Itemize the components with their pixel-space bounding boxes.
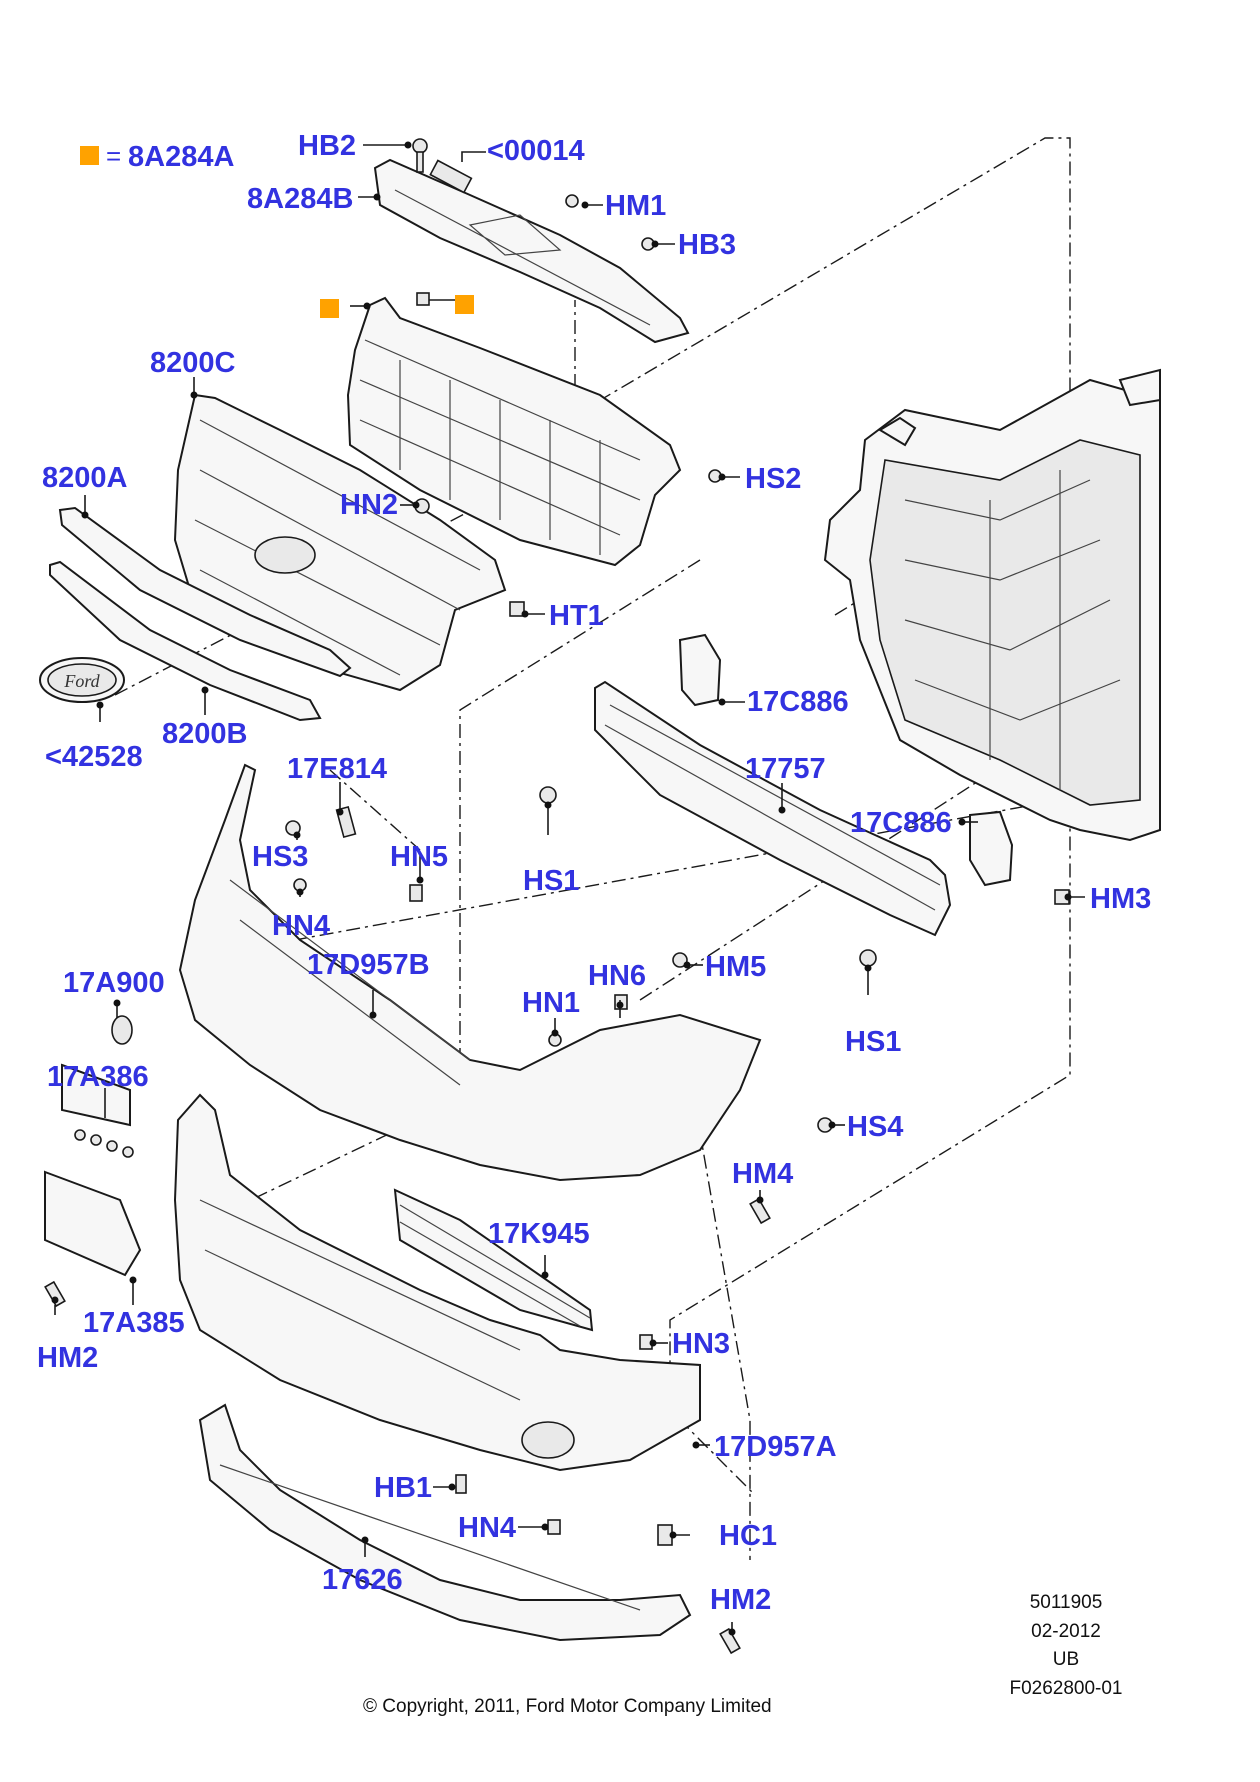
label-hb1: HB1 (374, 1472, 432, 1504)
part-labels: HB2 <00014 8A284B HM1 HB3 8200C 8200A HN… (37, 130, 1151, 1616)
bumper-reinforcement-17757 (594, 680, 952, 937)
legend-part: 8A284A (128, 141, 234, 173)
label-42528: <42528 (45, 741, 143, 773)
label-17c886-lower: 17C886 (850, 807, 952, 839)
upper-deflector-8A284B (373, 158, 690, 344)
label-00014: <00014 (487, 135, 585, 167)
bumper-brackets (678, 633, 1014, 887)
label-8200b: 8200B (162, 718, 247, 750)
label-17c886-upper: 17C886 (747, 686, 849, 718)
meta-block: 5011905 02-2012 UB F0262800-01 (1009, 1592, 1122, 1699)
label-hn4-lower: HN4 (458, 1512, 516, 1544)
label-17a900: 17A900 (63, 967, 165, 999)
grille-marker-square (320, 299, 339, 318)
lower-fascia-17D957A (173, 1093, 701, 1472)
upper-fascia-17D957B (178, 763, 762, 1182)
label-17d957b: 17D957B (307, 949, 430, 981)
label-hm4: HM4 (732, 1158, 793, 1190)
label-17d957a: 17D957A (714, 1431, 837, 1463)
grille-shell-8200C (173, 393, 507, 692)
legend: = 8A284A (80, 141, 474, 318)
fog-lamp-bezel (521, 1421, 575, 1459)
legend-equals: = (106, 141, 121, 171)
meta-number: 5011905 (1030, 1592, 1103, 1613)
label-hm2-right: HM2 (710, 1584, 771, 1616)
label-hb3: HB3 (678, 229, 736, 261)
meta-date: 02-2012 (1031, 1621, 1101, 1642)
label-hs1-right: HS1 (845, 1026, 901, 1058)
label-hm1: HM1 (605, 190, 666, 222)
label-hn3: HN3 (672, 1328, 730, 1360)
label-ht1: HT1 (549, 600, 604, 632)
label-hs4: HS4 (847, 1111, 903, 1143)
legend-square (80, 146, 99, 165)
label-8A284B: 8A284B (247, 183, 353, 215)
label-17a385: 17A385 (83, 1307, 185, 1339)
label-tag-00014 (429, 159, 473, 194)
label-17a386: 17A386 (47, 1061, 149, 1093)
label-hc1: HC1 (719, 1520, 777, 1552)
copyright: © Copyright, 2011, Ford Motor Company Li… (363, 1696, 772, 1717)
label-17k945: 17K945 (488, 1218, 590, 1250)
emblem-text: Ford (63, 671, 100, 691)
label-hn2: HN2 (340, 489, 398, 521)
label-17e814: 17E814 (287, 753, 387, 785)
label-hn5: HN5 (390, 841, 448, 873)
label-hn4-upper: HN4 (272, 910, 330, 942)
leader-lines (51, 141, 1085, 1636)
air-deflector-17626 (198, 1403, 692, 1642)
label-17757: 17757 (745, 753, 826, 785)
label-hn1: HN1 (522, 987, 580, 1019)
meta-figure: F0262800-01 (1009, 1678, 1122, 1699)
label-hs2: HS2 (745, 463, 801, 495)
label-hs3: HS3 (252, 841, 308, 873)
license-brackets (44, 1063, 142, 1277)
radiator-support (823, 368, 1161, 842)
grille-core (346, 296, 682, 567)
ford-emblem-42528: Ford (39, 657, 125, 703)
grille-moldings (49, 506, 352, 722)
grille-emblem-mount (254, 536, 316, 574)
meta-code: UB (1053, 1649, 1079, 1670)
lower-grille-17K945 (393, 1188, 594, 1332)
label-17626: 17626 (322, 1564, 403, 1596)
label-hm5: HM5 (705, 951, 766, 983)
label-hb2: HB2 (298, 130, 356, 162)
clip-marker-square (455, 295, 474, 314)
label-hn6: HN6 (588, 960, 646, 992)
label-hs1-left: HS1 (523, 865, 579, 897)
label-8200a: 8200A (42, 462, 128, 494)
label-8200c: 8200C (150, 347, 236, 379)
label-hm2-left: HM2 (37, 1342, 98, 1374)
label-hm3: HM3 (1090, 883, 1151, 915)
